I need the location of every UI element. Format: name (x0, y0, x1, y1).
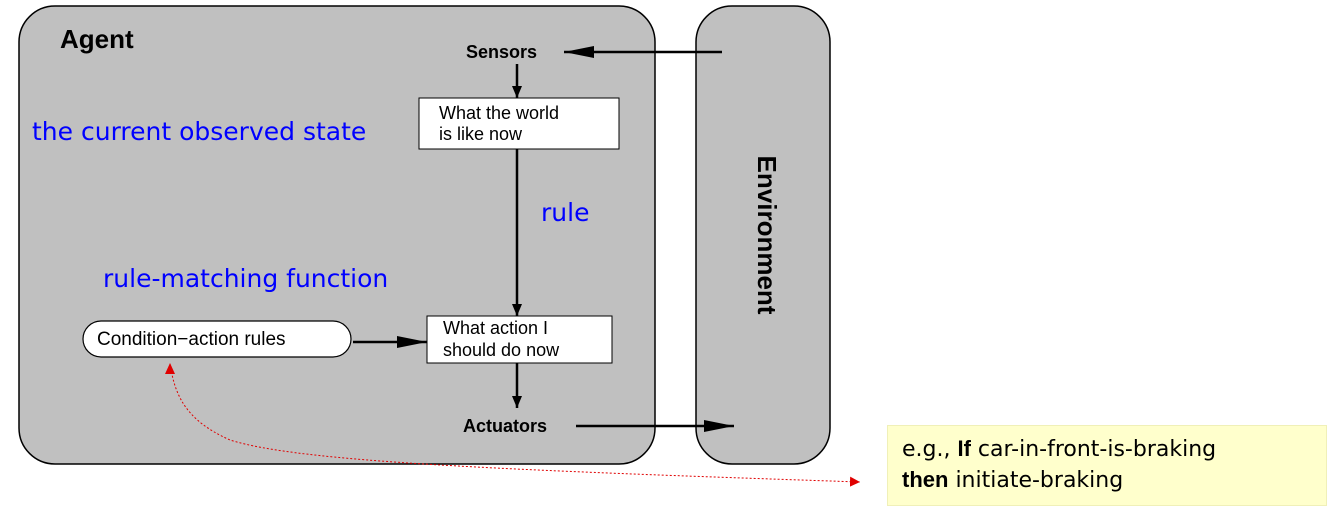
example-note: e.g., If car-in-front-is-braking then in… (887, 425, 1327, 506)
dotted-link-arrowhead-top (165, 363, 175, 374)
rule-annotation: rule (541, 198, 589, 227)
note-condition: car-in-front-is-braking (970, 437, 1217, 462)
rules-label: Condition−action rules (97, 329, 286, 350)
environment-panel (695, 5, 831, 465)
matching-annotation: rule-matching function (103, 264, 388, 293)
note-action: initiate-braking (948, 468, 1124, 493)
action-line2: should do now (443, 340, 560, 360)
world-state-line1: What the world (439, 103, 559, 123)
world-state-box (418, 97, 620, 150)
action-box (426, 315, 613, 364)
action-line1: What action I (443, 318, 548, 338)
sensors-label: Sensors (466, 42, 537, 62)
agent-label: Agent (60, 24, 134, 54)
dotted-link-arrow (169, 363, 861, 487)
world-state-line2: is like now (439, 124, 523, 144)
agent-panel (18, 5, 656, 465)
environment-label: Environment (752, 156, 782, 315)
actuators-label: Actuators (463, 416, 547, 436)
note-prefix: e.g., (902, 437, 958, 462)
rules-pill (82, 320, 352, 358)
note-if-keyword: If (957, 436, 971, 461)
observed-state-annotation: the current observed state (32, 117, 366, 146)
note-then-keyword: then (902, 467, 949, 492)
